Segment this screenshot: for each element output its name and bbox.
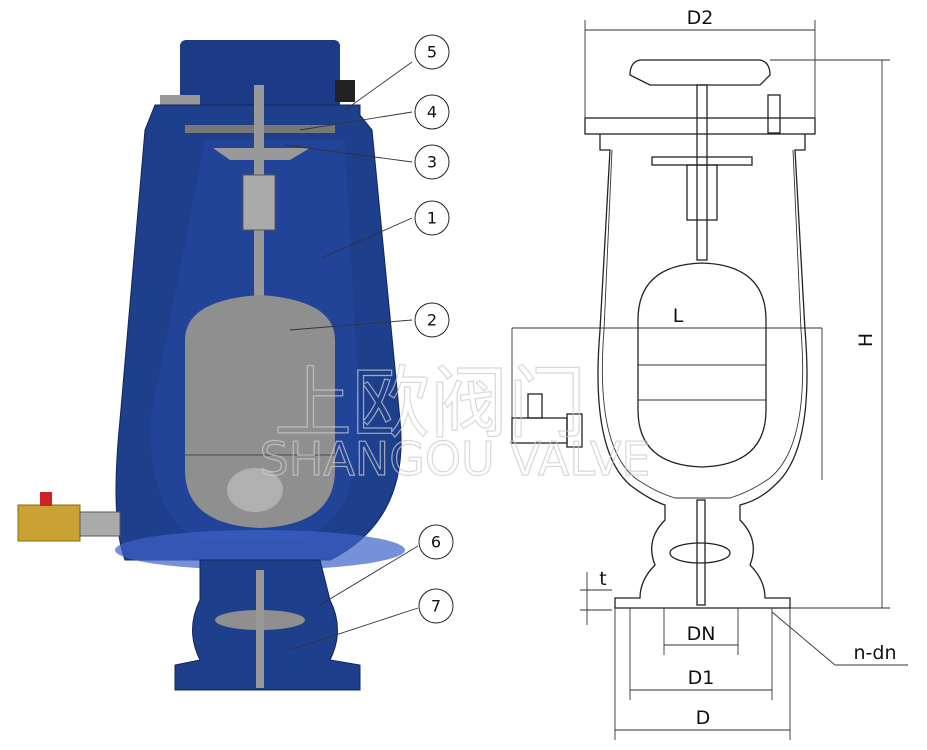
svg-text:3: 3 <box>427 153 437 172</box>
callout-7: 7 <box>418 588 454 624</box>
dim-d1: D1 <box>688 667 715 689</box>
watermark: 上欧阀门 SHANGOU VALVE <box>259 358 651 486</box>
valve-cover-top <box>180 40 340 115</box>
ball-float <box>185 295 335 528</box>
brass-ball-valve <box>17 504 81 542</box>
callout-5: 5 <box>414 34 450 70</box>
callout-leaders <box>284 61 419 651</box>
plug <box>160 95 200 107</box>
callout-6: 6 <box>418 524 454 560</box>
dim-d: D <box>696 707 711 729</box>
svg-text:1: 1 <box>427 209 437 228</box>
lower-stem <box>256 570 264 688</box>
callout-1: 1 <box>414 200 450 236</box>
valve-cutaway-render <box>17 40 405 691</box>
dim-t: t <box>599 568 606 590</box>
svg-text:2: 2 <box>427 311 437 330</box>
dimension-labels: D2 H L t DN D1 D n-dn <box>599 7 896 729</box>
callouts: 5 4 3 1 2 6 7 <box>414 34 454 624</box>
svg-text:4: 4 <box>427 103 437 122</box>
drawing-ball-float <box>637 262 767 468</box>
callout-2: 2 <box>414 302 450 338</box>
dim-dn: DN <box>687 623 716 645</box>
dim-d2: D2 <box>687 7 714 29</box>
valve-technical-drawing <box>511 59 816 609</box>
callout-3: 3 <box>414 144 450 180</box>
callout-4: 4 <box>414 94 450 130</box>
dim-h: H <box>855 333 877 347</box>
dim-l: L <box>673 305 684 327</box>
svg-text:上欧阀门: 上欧阀门 <box>274 359 586 449</box>
svg-text:5: 5 <box>427 43 437 62</box>
dimension-lines <box>511 20 908 740</box>
dim-n-dn: n-dn <box>853 642 896 664</box>
svg-text:6: 6 <box>431 533 441 552</box>
svg-text:7: 7 <box>431 597 441 616</box>
svg-text:SHANGOU VALVE: SHANGOU VALVE <box>260 432 651 486</box>
